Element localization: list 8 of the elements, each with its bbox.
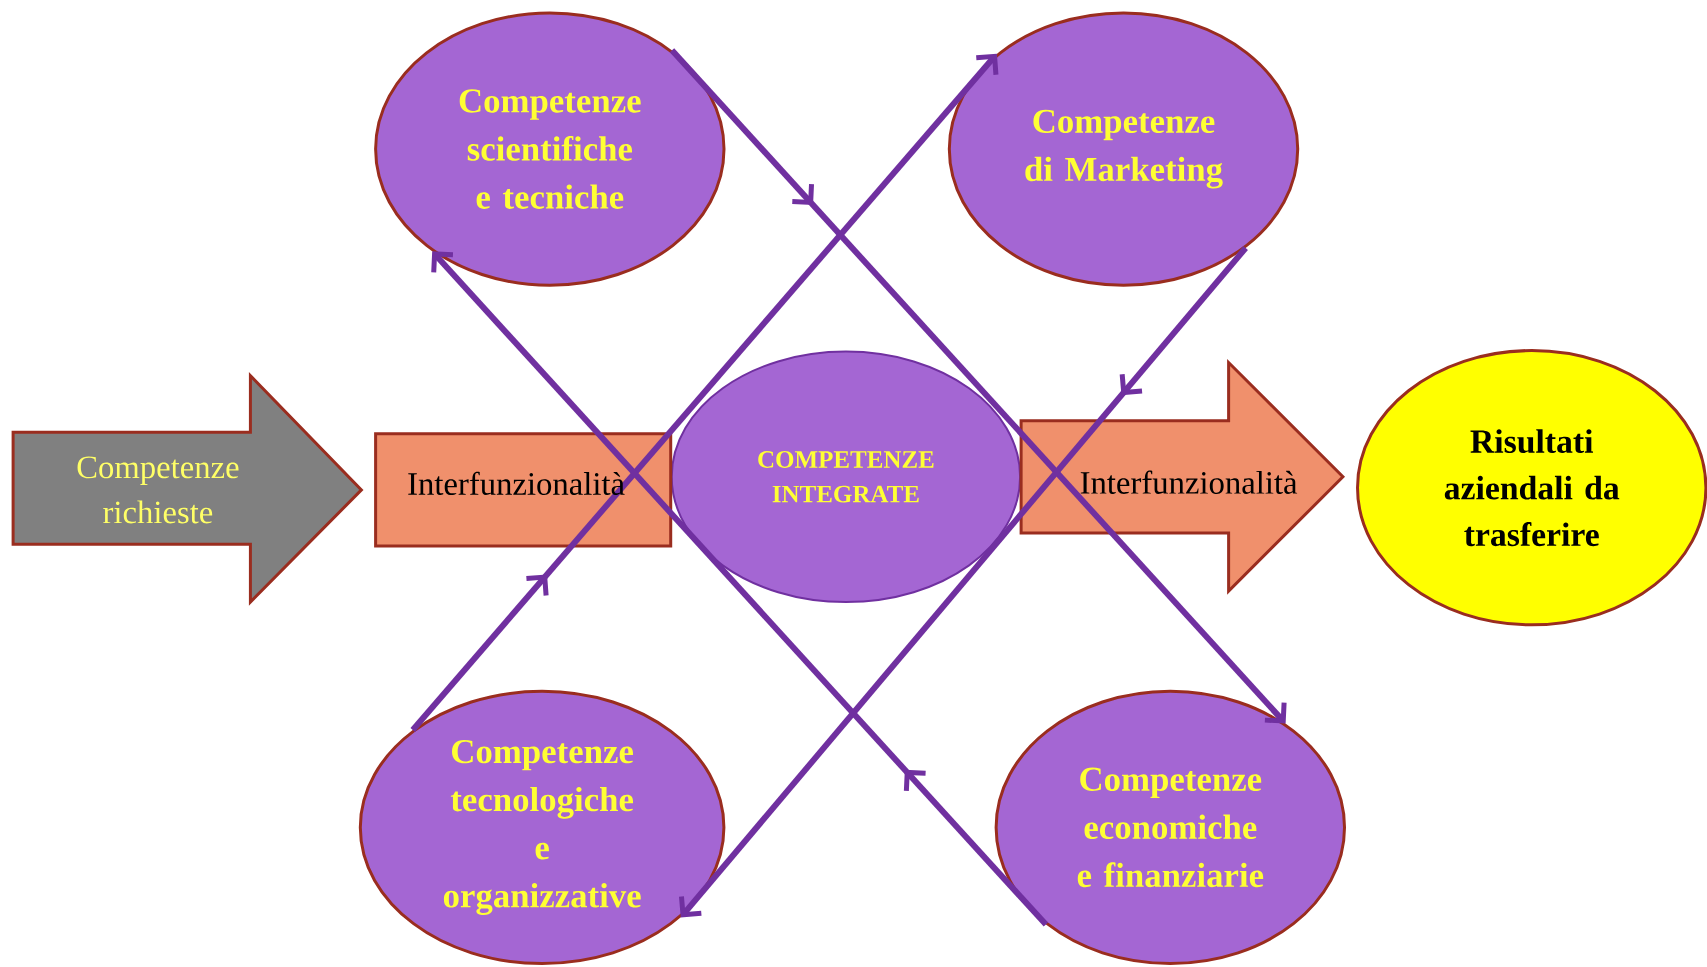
arrow <box>669 48 1287 724</box>
block-arrow <box>1019 358 1346 595</box>
block-arrow <box>374 432 673 548</box>
arrow <box>678 246 1248 918</box>
edge-label: Interfunzionalità <box>408 471 625 495</box>
arrow <box>410 53 999 732</box>
edge-label: Interfunzionalità <box>1080 470 1298 494</box>
arrow <box>431 251 1049 927</box>
